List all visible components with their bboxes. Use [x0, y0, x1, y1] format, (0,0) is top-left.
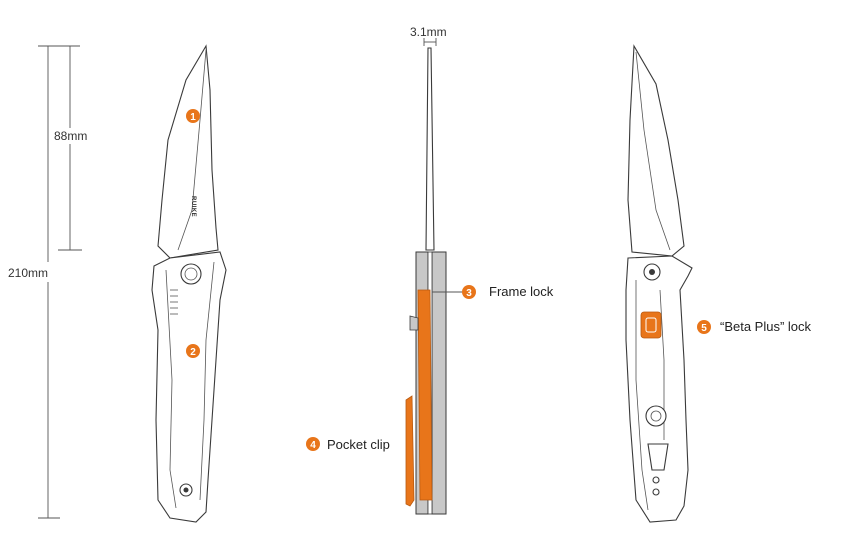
- front-pivot-inner: [184, 267, 198, 281]
- beta-plus-lock: [640, 311, 662, 339]
- callout-2: 2: [186, 344, 200, 358]
- back-handle-line: [635, 280, 649, 511]
- knife-spine-view: 3.1mm 3 Frame lock 4 Pocket clip: [306, 25, 554, 515]
- spine-flipper: [409, 315, 419, 331]
- back-clip-screw-inner: [650, 410, 662, 422]
- front-handle-line: [165, 269, 177, 509]
- knife-back-view: 5 “Beta Plus” lock: [625, 44, 812, 523]
- callout-5-badge: [697, 320, 711, 334]
- frame-lock-bar: [417, 289, 433, 501]
- back-pivot-dot: [649, 269, 655, 275]
- callout-1-number: 1: [190, 112, 196, 123]
- beta-plus-lock-detail: [645, 317, 657, 333]
- pocket-clip: [405, 395, 415, 507]
- knife-front-view: RUIKE 1 2: [151, 44, 227, 523]
- callout-4-badge: [306, 437, 320, 451]
- back-blade: [627, 44, 685, 257]
- front-blade-grind: [177, 49, 207, 251]
- callout-5: 5 “Beta Plus” lock: [697, 319, 812, 334]
- callout-5-label: “Beta Plus” lock: [720, 319, 812, 334]
- callout-2-badge: [186, 344, 200, 358]
- callout-3-badge: [462, 285, 476, 299]
- front-handle: [151, 251, 227, 523]
- spine-scale-right: [431, 251, 447, 515]
- callout-3: 3 Frame lock: [462, 284, 554, 299]
- spine-blade: [425, 47, 435, 251]
- callout-4: 4 Pocket clip: [306, 437, 390, 452]
- callout-3-number: 3: [466, 288, 472, 299]
- callout-5-number: 5: [701, 323, 707, 334]
- blade-length-label: 88mm: [54, 129, 87, 143]
- blade-thickness-label: 3.1mm: [410, 25, 447, 39]
- callout-1-badge: [186, 109, 200, 123]
- callout-4-number: 4: [310, 440, 316, 451]
- callout-3-label: Frame lock: [489, 284, 554, 299]
- back-screw-2: [652, 488, 660, 496]
- front-handle-line-2: [199, 261, 215, 501]
- callout-4-label: Pocket clip: [327, 437, 390, 452]
- callout-2-number: 2: [190, 347, 196, 358]
- callout-1: 1: [186, 109, 200, 123]
- back-screw-1: [652, 476, 660, 484]
- dim-label-bg-blade: [52, 128, 92, 144]
- overall-length-label: 210mm: [8, 266, 48, 280]
- back-clip-screw: [645, 405, 667, 427]
- back-blade-grind: [635, 51, 671, 251]
- front-jimping: [170, 289, 178, 315]
- front-blade: [157, 44, 219, 259]
- front-pivot: [180, 263, 202, 285]
- brand-logo: RUIKE: [190, 196, 196, 217]
- dimension-group: 88mm 210mm: [8, 45, 92, 519]
- front-tail-screw-dot: [183, 487, 189, 493]
- back-clip-cutout: [647, 443, 669, 471]
